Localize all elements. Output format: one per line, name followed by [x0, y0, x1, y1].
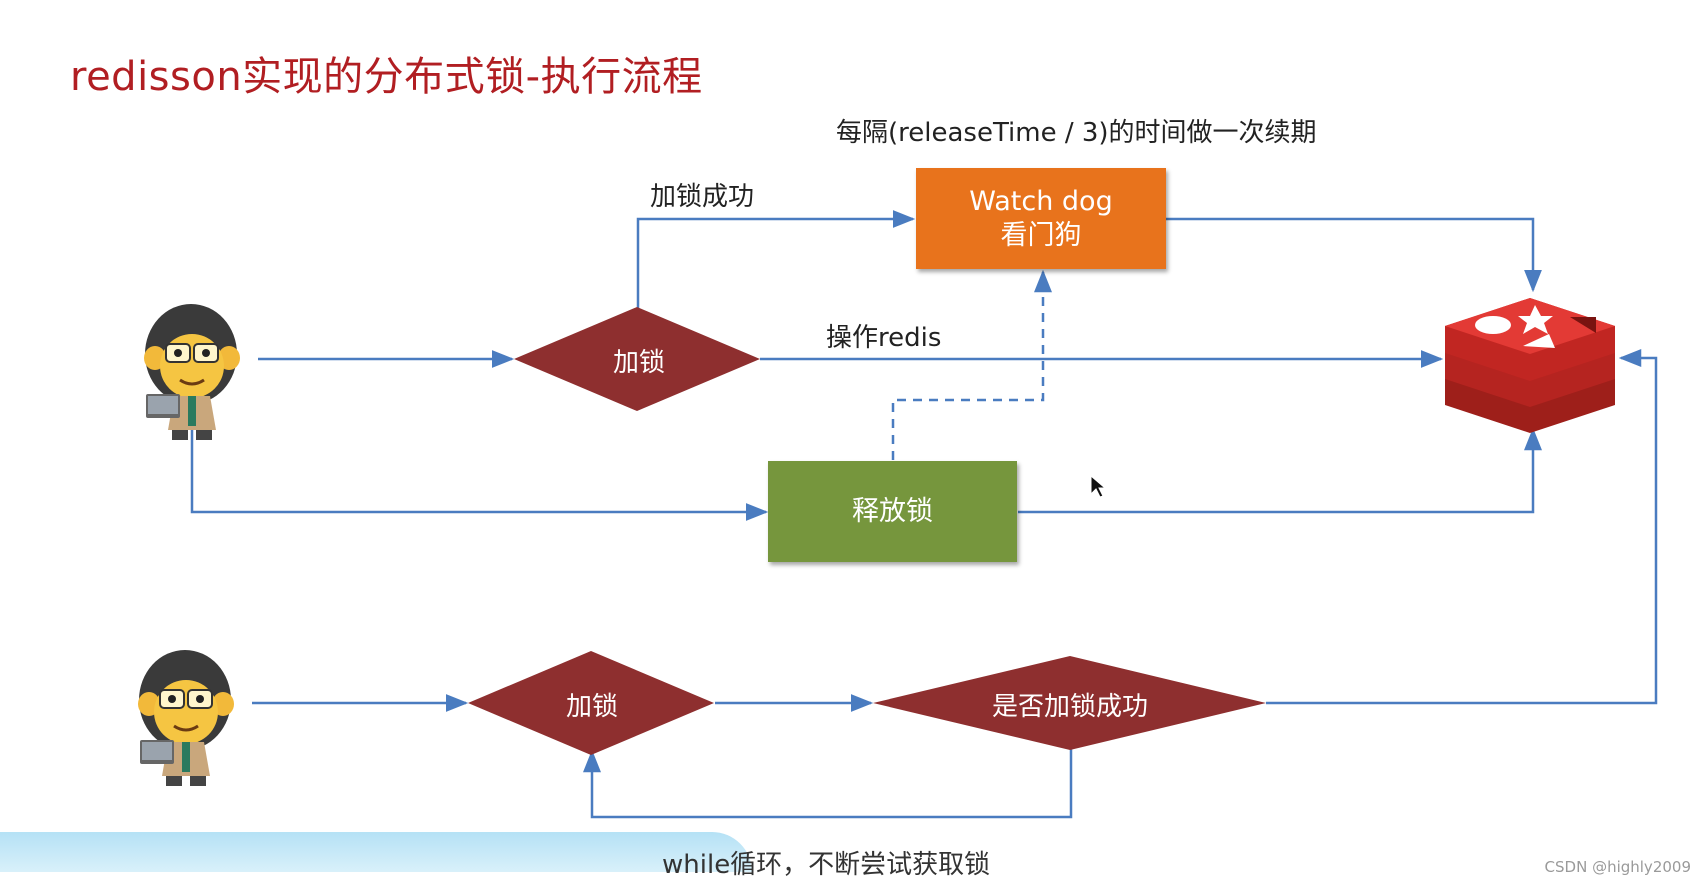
- lock-diamond-bottom-label: 加锁: [565, 692, 618, 722]
- arrow-check-to-redis: [1266, 349, 1658, 705]
- lock-diamond-top: [514, 307, 760, 411]
- lock-success-diamond: [873, 656, 1266, 750]
- arrow-watchdog-to-redis: [1166, 217, 1542, 293]
- water-overlay-strip: [0, 832, 752, 872]
- release-lock-box: 释放锁: [768, 461, 1017, 562]
- operate-redis-label: 操作redis: [826, 323, 942, 353]
- redis-logo-icon: [1445, 298, 1615, 433]
- monkey-client-icon-top: [144, 304, 240, 440]
- lock-success-label: 加锁成功: [650, 182, 755, 212]
- page-title: redisson实现的分布式锁-执行流程: [70, 54, 703, 100]
- watchdog-box: Watch dog 看门狗: [916, 168, 1166, 269]
- monkey-client-icon-bottom: [138, 650, 234, 786]
- csdn-watermark: CSDN @highly2009: [1544, 858, 1691, 876]
- watchdog-title: Watch dog: [969, 185, 1113, 217]
- renew-note-label: 每隔(releaseTime / 3)的时间做一次续期: [836, 118, 1317, 148]
- lock-diamond-bottom: [468, 651, 714, 755]
- arrow-client-to-release: [190, 426, 769, 521]
- arrow-retry-loop: [583, 748, 1073, 819]
- arrow-lock-to-watchdog: [636, 210, 916, 310]
- lock-success-check-label: 是否加锁成功: [991, 692, 1148, 722]
- flow-arrows: [190, 210, 1658, 819]
- arrow-release-to-watchdog-dashed: [891, 269, 1052, 460]
- while-loop-label: while循环，不断尝试获取锁: [662, 850, 991, 880]
- mouse-cursor-icon: [1090, 474, 1107, 498]
- watchdog-subtitle: 看门狗: [1000, 219, 1082, 251]
- release-lock-label: 释放锁: [852, 495, 933, 527]
- arrow-release-to-redis: [1018, 427, 1542, 514]
- lock-diamond-top-label: 加锁: [612, 348, 665, 378]
